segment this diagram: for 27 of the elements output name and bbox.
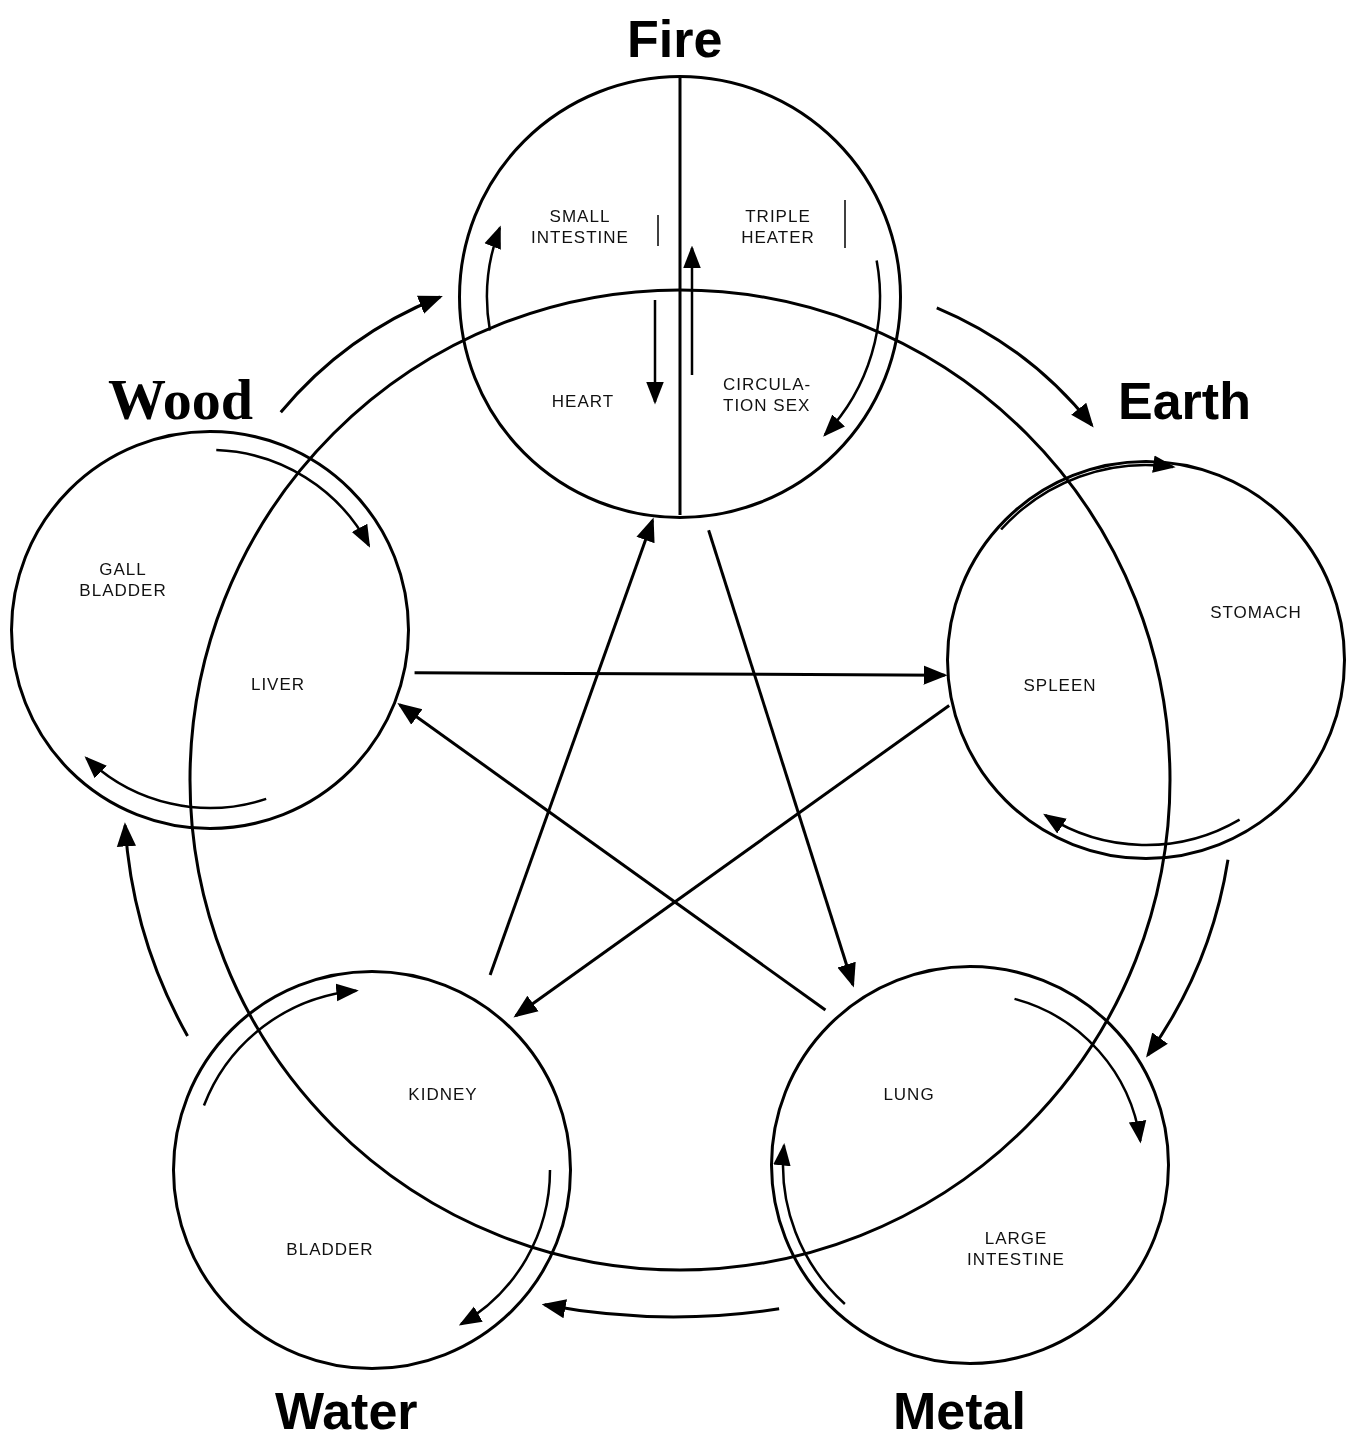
element-name: Metal <box>893 1385 1026 1437</box>
element-name: Fire <box>627 13 723 65</box>
organ-label: TRIPLE HEATER <box>741 205 815 249</box>
organ-label: STOMACH <box>1210 602 1302 624</box>
element-name: Water <box>275 1385 418 1437</box>
organ-label: SMALL INTESTINE <box>531 205 629 249</box>
organ-label: GALL BLADDER <box>79 558 167 602</box>
arrow <box>936 306 1094 428</box>
organ-label: KIDNEY <box>408 1084 478 1106</box>
arrow <box>541 1298 780 1319</box>
organ-label: BLADDER <box>286 1239 374 1261</box>
arrow <box>488 517 655 976</box>
arrow <box>707 529 856 988</box>
arrow <box>397 703 827 1012</box>
arrow <box>279 295 443 414</box>
organ-label: LIVER <box>250 674 306 696</box>
arrow <box>117 822 189 1037</box>
organ-label: CIRCULA- TION SEX <box>723 373 812 417</box>
organ-label: HEART <box>551 391 615 413</box>
arrow <box>513 704 951 1018</box>
organ-label: SPLEEN <box>1023 675 1097 697</box>
arrow <box>414 665 948 685</box>
organ-label: LARGE INTESTINE <box>967 1227 1065 1271</box>
arrow <box>1146 859 1230 1058</box>
organ-label: LUNG <box>883 1084 935 1106</box>
element-name: Earth <box>1118 375 1251 427</box>
element-name: Wood <box>108 371 254 429</box>
